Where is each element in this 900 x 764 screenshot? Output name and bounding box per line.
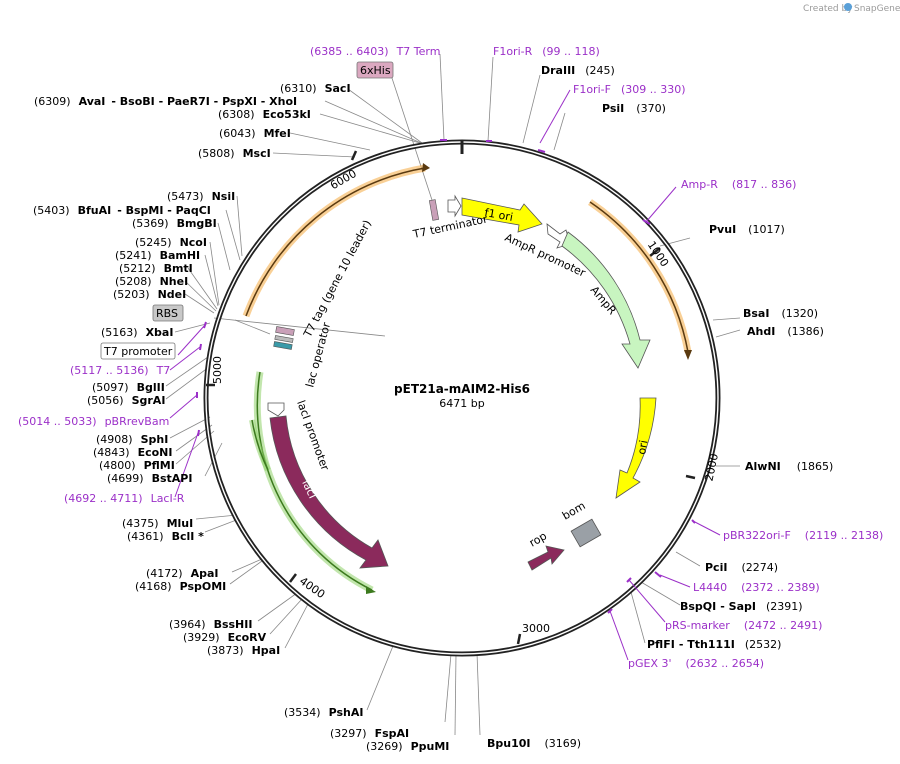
feature-bom-label: bom bbox=[560, 499, 588, 522]
bcli-label: (4361)BclI * bbox=[127, 530, 204, 543]
t7-promoter-label: T7 promoter bbox=[103, 345, 173, 358]
t7-primer-label: (5117 .. 5136)T7 bbox=[70, 364, 170, 377]
pbrrevbam-label: (5014 .. 5033)pBRrevBam bbox=[18, 415, 169, 428]
pshai-label: (3534)PshAI bbox=[284, 706, 363, 719]
arc-green-outer bbox=[256, 371, 373, 591]
bglii-label: (5097)BglII bbox=[92, 381, 165, 394]
draiii-label: DraIII(245) bbox=[541, 64, 615, 77]
mlui-label: (4375)MluI bbox=[122, 517, 193, 530]
sphi-label: (4908)SphI bbox=[96, 433, 168, 446]
plasmid-size: 6471 bp bbox=[439, 397, 484, 410]
pspomi-label: (4168)PspOMI bbox=[135, 580, 226, 593]
arc-orange-left-arrow bbox=[422, 163, 430, 172]
feature-t7-terminator-label: T7 terminator bbox=[411, 212, 489, 241]
tick-marks bbox=[206, 150, 696, 645]
nsii-label: (5473)NsiI bbox=[167, 190, 235, 203]
bamhi-label: (5241)BamHI bbox=[115, 249, 200, 262]
pflmi-label: (4800)PflMI bbox=[99, 459, 175, 472]
rop-arrow bbox=[527, 545, 565, 571]
f1ori-f-label: F1ori-F(309 .. 330) bbox=[573, 83, 686, 96]
msci-label: (5808)MscI bbox=[198, 147, 271, 160]
arc-orange-right bbox=[589, 201, 689, 353]
econi-label: (4843)EcoNI bbox=[93, 446, 172, 459]
primer-leaders bbox=[169, 89, 721, 661]
primer-marks bbox=[196, 139, 696, 614]
bspqi-label: BspQI- SapI(2391) bbox=[680, 600, 803, 613]
eco53ki-label: (6308)Eco53kI bbox=[218, 108, 311, 121]
bsai-label: BsaI(1320) bbox=[743, 307, 818, 320]
rbs-box bbox=[152, 304, 184, 322]
ori-arrow bbox=[615, 397, 657, 499]
credit-brand: SnapGene bbox=[854, 4, 900, 14]
tick-label-5000: 5000 bbox=[211, 356, 224, 384]
f1ori-r-label: F1ori-R(99 .. 118) bbox=[493, 45, 600, 58]
feature-f1-ori-label: f1 ori bbox=[483, 206, 514, 224]
t7-term-primer-label: (6385 .. 6403)T7 Term bbox=[310, 45, 440, 58]
ndei-label: (5203)NdeI bbox=[113, 288, 186, 301]
xbai-label: (5163)XbaI bbox=[101, 326, 173, 339]
tick-label-3000: 3000 bbox=[522, 622, 550, 635]
bmti-label: (5212)BmtI bbox=[119, 262, 193, 275]
pgex-3-label: pGEX 3'(2632 .. 2654) bbox=[628, 657, 764, 670]
plasmid-name: pET21a-mAIM2-His6 bbox=[394, 382, 530, 396]
ncoi-label: (5245)NcoI bbox=[135, 236, 207, 249]
fspai-label: (3297)FspAI bbox=[330, 727, 409, 740]
psii-label: PsiI(370) bbox=[602, 102, 666, 115]
pflfi-label: PflFI- Tth111I(2532) bbox=[647, 638, 781, 651]
alwni-label: AlwNI(1865) bbox=[745, 460, 833, 473]
arc-green-outer-arrow bbox=[366, 586, 376, 594]
ampr-arrow bbox=[561, 231, 651, 369]
arc-orange-left bbox=[245, 167, 426, 317]
credit-text: Created by bbox=[803, 4, 853, 14]
t7-promoter-box bbox=[100, 342, 176, 360]
feature-t7-tag-label: T7 tag (gene 10 leader) bbox=[301, 218, 374, 340]
prs-marker-label: pRS-marker(2472 .. 2491) bbox=[665, 619, 822, 632]
bsshii-label: (3964)BssHII bbox=[169, 618, 252, 631]
feature-ori-label: ori bbox=[635, 439, 650, 455]
bfuai-label: (5403)BfuAI- BspMI - PaqCI bbox=[33, 204, 211, 217]
l4440-label: L4440(2372 .. 2389) bbox=[693, 581, 820, 594]
amp-r-primer-label: Amp-R(817 .. 836) bbox=[681, 178, 796, 191]
t7-term-block bbox=[428, 199, 440, 221]
sgrai-label: (5056)SgrAI bbox=[87, 394, 165, 407]
avai-label: (6309)AvaI- BsoBI - PaeR7I - PspXI - Xho… bbox=[34, 95, 297, 108]
mfei-label: (6043)MfeI bbox=[219, 127, 291, 140]
laci-promoter-arrow bbox=[267, 402, 285, 417]
pbr322ori-f-label: pBR322ori-F(2119 .. 2138) bbox=[723, 529, 883, 542]
apai-label: (4172)ApaI bbox=[146, 567, 218, 580]
bom-block bbox=[570, 518, 602, 548]
laci-arrow bbox=[269, 415, 389, 569]
arc-orange-right-arrow bbox=[684, 350, 692, 360]
pcii-label: PciI(2274) bbox=[705, 561, 778, 574]
bmgbi-label: (5369)BmgBI bbox=[132, 217, 217, 230]
saci-label: (6310)SacI bbox=[280, 82, 351, 95]
arc-green-inner bbox=[251, 419, 269, 471]
snapgene-logo-icon bbox=[844, 3, 852, 11]
ppumi-label: (3269)PpuMI bbox=[366, 740, 449, 753]
rbs-block bbox=[274, 335, 294, 343]
bpu10i-label: Bpu10I(3169) bbox=[487, 737, 581, 750]
nhei-label: (5208)NheI bbox=[115, 275, 188, 288]
his-tag-box bbox=[356, 61, 394, 79]
bstapi-label: (4699)BstAPI bbox=[107, 472, 192, 485]
tick-label-2000: 2000 bbox=[702, 452, 721, 482]
feature-laci-promoter-label: lacI promoter bbox=[294, 399, 332, 473]
t7-tag-block bbox=[275, 326, 295, 336]
f1-ori-arrow bbox=[461, 197, 543, 233]
laci-r-label: (4692 .. 4711)LacI-R bbox=[64, 492, 185, 505]
lac-operator-block bbox=[273, 341, 293, 350]
ahdi-label: AhdI(1386) bbox=[747, 325, 824, 338]
hpai-label: (3873)HpaI bbox=[207, 644, 280, 657]
pvui-label: PvuI(1017) bbox=[709, 223, 785, 236]
t7-terminator-arrow bbox=[447, 194, 462, 218]
ecorv-label: (3929)EcoRV bbox=[183, 631, 267, 644]
rbs-label: RBS bbox=[156, 307, 178, 320]
his-tag-label: 6xHis bbox=[360, 64, 391, 77]
